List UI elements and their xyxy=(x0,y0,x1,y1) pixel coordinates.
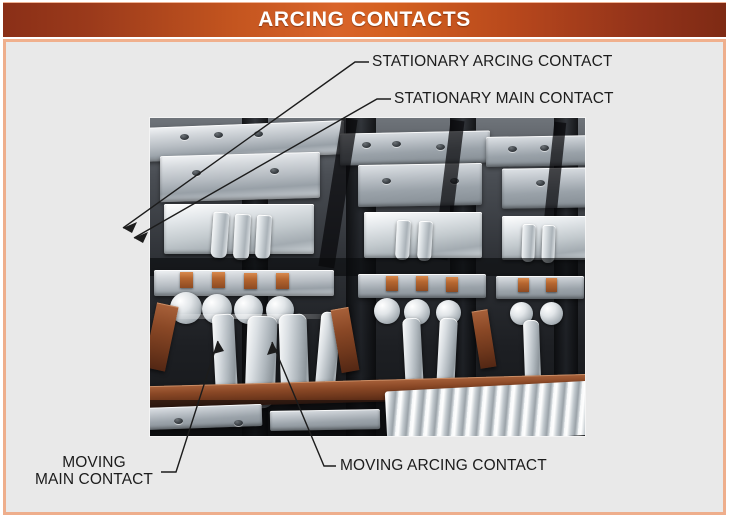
slide-title-bar: ARCING CONTACTS xyxy=(3,2,726,37)
photo-bolt xyxy=(508,146,517,152)
photo-bolt xyxy=(436,144,445,150)
photo-bolt xyxy=(270,168,279,174)
photo-roller xyxy=(510,302,533,325)
callout-moving-arcing-contact: MOVING ARCING CONTACT xyxy=(340,457,547,474)
photo-stationary-finger xyxy=(394,219,412,261)
callout-stationary-main-contact: STATIONARY MAIN CONTACT xyxy=(394,90,614,107)
photo-bracket xyxy=(160,151,320,203)
photo-copper-tab xyxy=(180,272,193,288)
photo-stationary-finger xyxy=(416,220,434,262)
callout-stationary-arcing-contact: STATIONARY ARCING CONTACT xyxy=(372,53,613,70)
photo-bolt xyxy=(214,132,223,138)
photo-copper-tab xyxy=(546,278,557,292)
page-title: ARCING CONTACTS xyxy=(258,8,471,31)
photo-lower-rail xyxy=(150,403,263,431)
photo-moving-contact-arm xyxy=(522,319,542,383)
content-panel: STATIONARY ARCING CONTACT STATIONARY MAI… xyxy=(3,39,726,515)
photo-lower-rail xyxy=(269,409,381,431)
photo-mid-rail xyxy=(496,276,584,299)
photo-bolt xyxy=(254,131,263,137)
photo-copper-tab xyxy=(276,273,289,289)
photo-bolt xyxy=(192,170,201,176)
photo-stationary-arcing-finger xyxy=(210,211,230,259)
photo-copper-tab xyxy=(518,278,529,292)
photo-copper-tab xyxy=(446,277,458,292)
photo-bolt xyxy=(180,134,189,140)
photo-bolt xyxy=(234,420,243,426)
photo-roller xyxy=(374,298,400,324)
photo-mounting-rail xyxy=(340,130,490,166)
photo-mounting-rail xyxy=(486,135,585,167)
photo-stationary-finger xyxy=(521,223,536,263)
photo-bracket xyxy=(502,167,585,209)
photo-copper-tab xyxy=(244,273,257,289)
photo-bolt xyxy=(540,145,549,151)
figure-photograph xyxy=(150,118,585,436)
callout-moving-main-contact-line2: MAIN CONTACT xyxy=(34,471,154,488)
callout-moving-main-contact: MOVING MAIN CONTACT xyxy=(30,454,158,488)
photo-bolt xyxy=(174,418,183,424)
photo-bolt xyxy=(392,141,401,147)
photo-bracket xyxy=(358,162,482,208)
photo-copper-tab xyxy=(212,272,225,288)
photo-copper-tab xyxy=(416,276,428,291)
photo-stationary-arcing-finger xyxy=(232,213,252,261)
callout-moving-main-contact-line1: MOVING xyxy=(62,454,126,471)
photo-stationary-main-finger xyxy=(254,214,273,260)
photo-bolt xyxy=(382,178,391,184)
photo-bolt xyxy=(536,180,545,186)
photo-roller xyxy=(540,302,563,325)
photo-copper-tab xyxy=(386,276,398,291)
photo-bolt xyxy=(362,142,371,148)
